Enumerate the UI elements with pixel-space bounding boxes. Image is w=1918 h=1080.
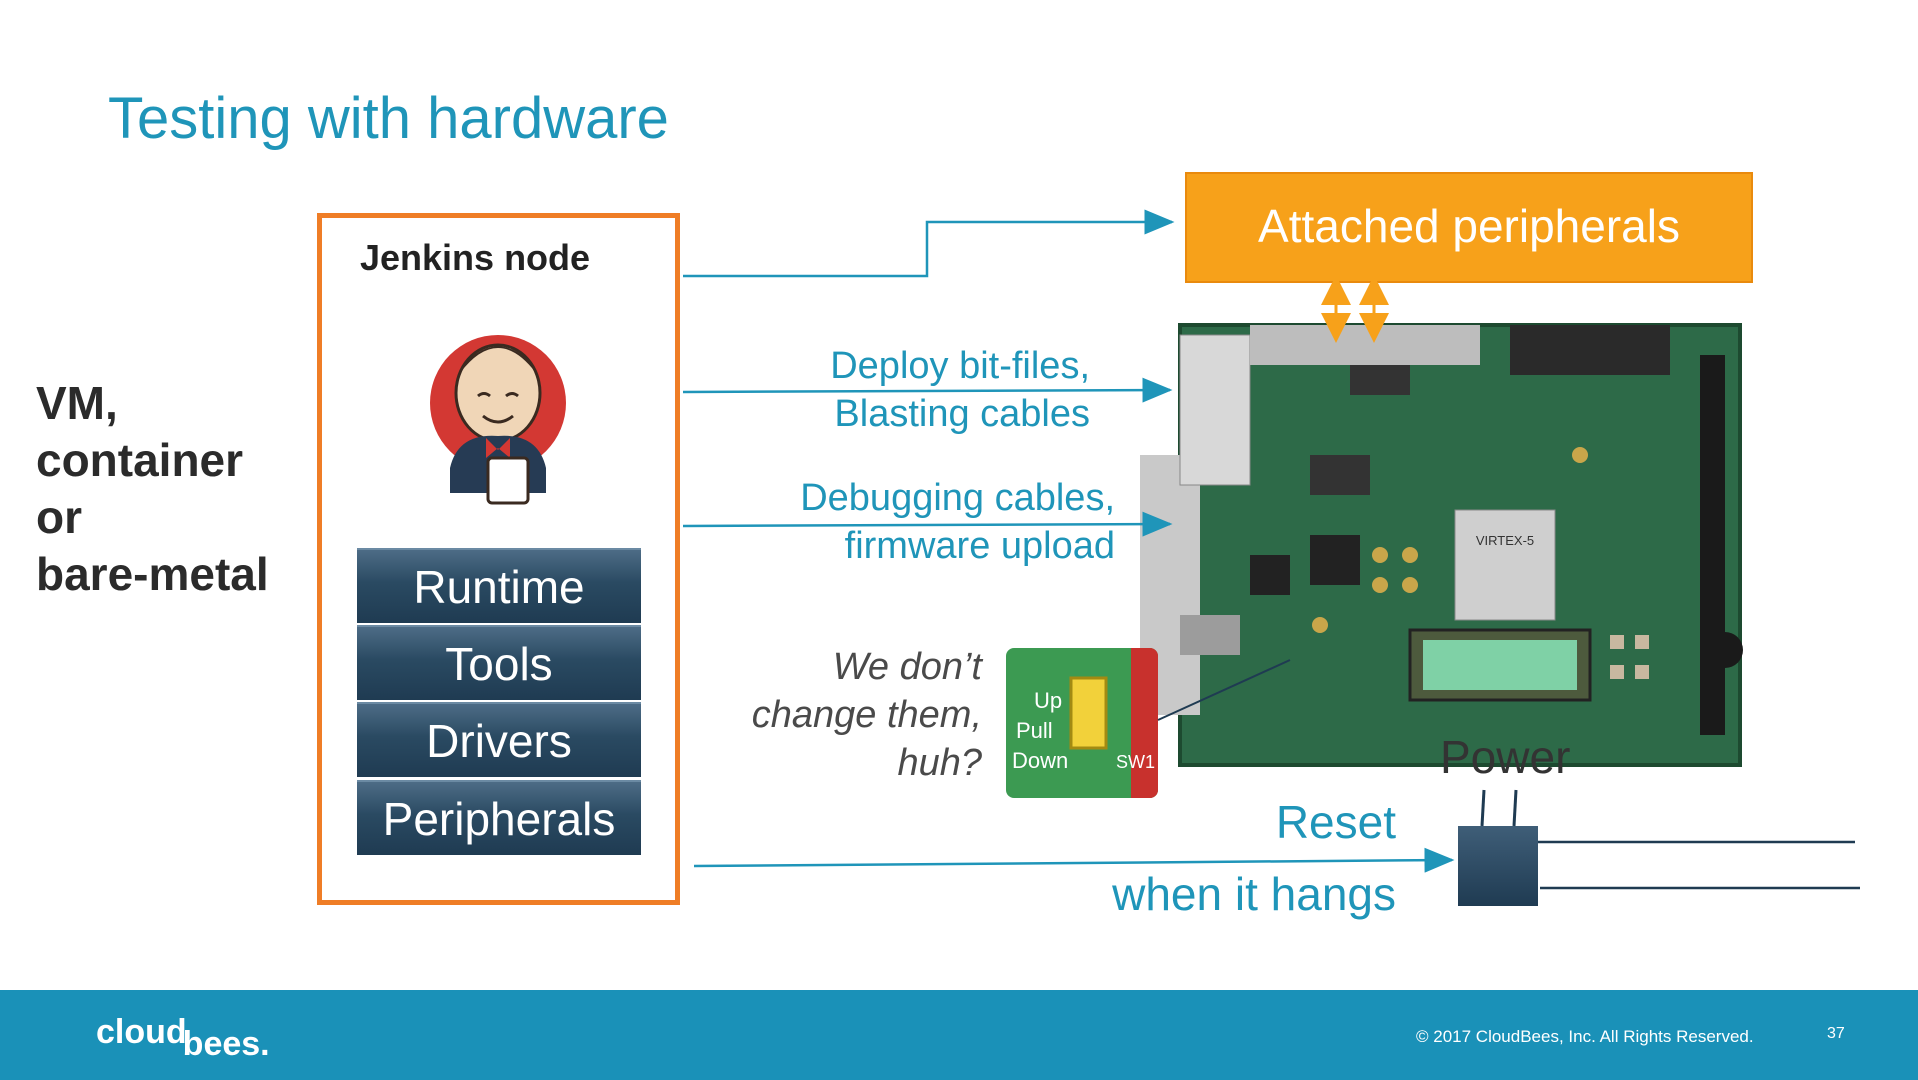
fpga-board-image: VIRTEX-5 <box>1140 323 1743 767</box>
reset-label: Reset <box>1275 796 1396 848</box>
debug-label: Debugging cables, firmware upload <box>800 474 1115 570</box>
jumper-up-label: Up <box>1034 688 1062 713</box>
stack-runtime: Runtime <box>357 548 641 623</box>
question-line: huh? <box>897 742 982 784</box>
stack-drivers: Drivers <box>357 702 641 777</box>
page-number: 37 <box>1827 1025 1845 1042</box>
debug-arrow <box>682 511 1173 537</box>
debug-line: firmware upload <box>844 525 1115 567</box>
deploy-line: Blasting cables <box>834 393 1090 435</box>
logo-bees: bees. <box>182 1025 270 1063</box>
reset-sublabel: when it hangs <box>1112 868 1396 920</box>
cloudbees-logo: cloudbees. <box>96 1013 274 1063</box>
question-line: change them, <box>751 694 982 736</box>
logo-cloud: cloud <box>96 1013 187 1051</box>
jumper-pull-label: Pull <box>1016 718 1053 743</box>
chip-text: VIRTEX-5 <box>1476 533 1534 548</box>
deploy-label: Deploy bit-files, Blasting cables <box>830 342 1090 438</box>
stack-peripherals: Peripherals <box>357 780 641 855</box>
jenkins-node-label: Jenkins node <box>360 237 591 278</box>
power-label: Power <box>1440 731 1571 783</box>
peripherals-arrow <box>683 209 1175 278</box>
debug-line: Debugging cables, <box>800 477 1115 519</box>
jenkins-mascot-icon <box>430 335 566 505</box>
host-type-line: VM, <box>36 377 118 429</box>
host-type-line: container <box>36 434 244 486</box>
jumper-callout-line <box>1157 659 1291 721</box>
jumper-down-label: Down <box>1012 748 1068 773</box>
jumper-closeup-image: Up Pull Down SW1 <box>1006 648 1158 798</box>
deploy-line: Deploy bit-files, <box>830 345 1090 387</box>
jumper-question: We don’t change them, huh? <box>752 643 982 787</box>
attached-peripherals-box: Attached peripherals <box>1185 172 1753 283</box>
question-line: We don’t <box>832 646 982 688</box>
host-type-label: VM, container or bare-metal <box>36 375 269 603</box>
jumper-sw1-label: SW1 <box>1116 752 1155 772</box>
deploy-arrow <box>682 377 1173 403</box>
reset-arrow <box>693 847 1455 873</box>
power-lead-2 <box>1512 789 1518 827</box>
power-switch-box <box>1458 826 1538 906</box>
copyright-text: © 2017 CloudBees, Inc. All Rights Reserv… <box>1416 1027 1754 1046</box>
power-lead-1 <box>1480 789 1486 827</box>
host-type-line: or <box>36 491 82 543</box>
footer-bar <box>0 990 1918 1080</box>
jenkins-node-box <box>317 213 680 905</box>
host-type-line: bare-metal <box>36 548 269 600</box>
slide-title: Testing with hardware <box>108 86 669 151</box>
stack-tools: Tools <box>357 625 641 700</box>
